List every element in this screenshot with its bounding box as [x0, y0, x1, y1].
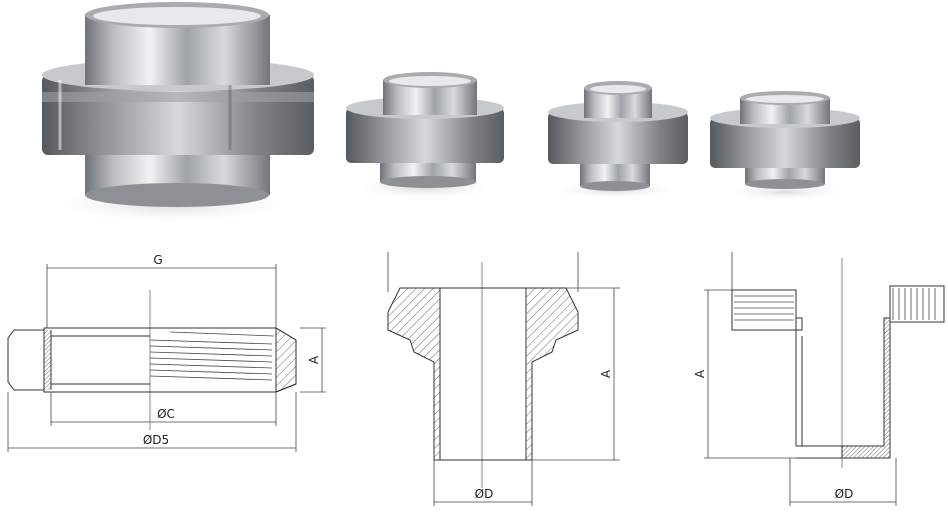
male-thread-right [892, 288, 936, 320]
male-dim-d: ØD [835, 487, 854, 501]
nut-dim-d5: ØD5 [143, 433, 169, 447]
union-photo-xsmall [710, 91, 860, 201]
liner-dim-a: A [599, 369, 613, 378]
male-drawing: A ØD [693, 252, 945, 506]
nut-dim-c: ØC [157, 407, 175, 421]
nut-dim-g: G [153, 253, 162, 267]
nut-dim-a: A [307, 355, 321, 364]
nut-thread-lines [149, 331, 275, 381]
union-photo-large [35, 2, 314, 225]
male-dim-a: A [693, 369, 707, 378]
liner-drawing: A ØD [387, 252, 620, 506]
nut-drawing: G A ØC ØD5 [7, 253, 326, 452]
union-photo-medium [343, 72, 507, 200]
union-photo-small [545, 81, 688, 200]
liner-dim-d: ØD [475, 487, 494, 501]
male-thread-left [734, 295, 794, 321]
